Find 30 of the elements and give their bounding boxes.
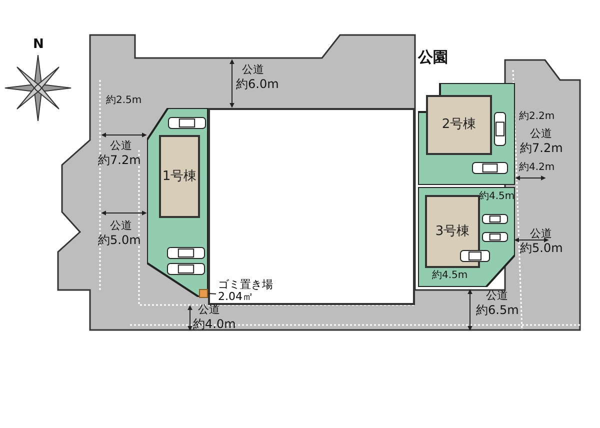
map-label: 約4.2m	[519, 163, 555, 173]
note-text: 2.04㎡	[218, 291, 254, 303]
building-label: 3号棟	[435, 222, 470, 241]
map-label: 約2.5m	[106, 96, 142, 106]
map-label: N	[33, 38, 44, 51]
note-text: ゴミ置き場	[218, 279, 274, 291]
house-footprint	[425, 195, 480, 268]
map-label: 公道	[242, 64, 264, 75]
leader-line	[208, 293, 216, 294]
map-label: 約5.0m	[98, 234, 141, 246]
map-label: 約2.2m	[519, 112, 555, 122]
house-footprint	[426, 95, 492, 155]
map-label: 約6.0m	[236, 78, 279, 90]
empty-lot	[208, 108, 415, 305]
map-label: 公道	[110, 140, 132, 151]
garbage-area	[199, 289, 208, 298]
building-label: 2号棟	[442, 116, 476, 134]
lot-area	[418, 83, 515, 185]
map-label: 公道	[530, 128, 552, 139]
map-label: 公道	[110, 220, 132, 231]
map-label: 公道	[198, 304, 220, 315]
map-label: 約7.2m	[98, 154, 141, 166]
map-label: 公道	[530, 228, 552, 239]
map-label: 約7.2m	[520, 142, 563, 154]
map-label: 公園	[418, 50, 448, 65]
map-label: 約6.5m	[476, 304, 519, 316]
map-label: 公道	[486, 290, 508, 301]
building-label: 1号棟	[162, 168, 197, 186]
house-footprint	[159, 135, 200, 218]
map-label: 約4.5m	[432, 271, 468, 281]
